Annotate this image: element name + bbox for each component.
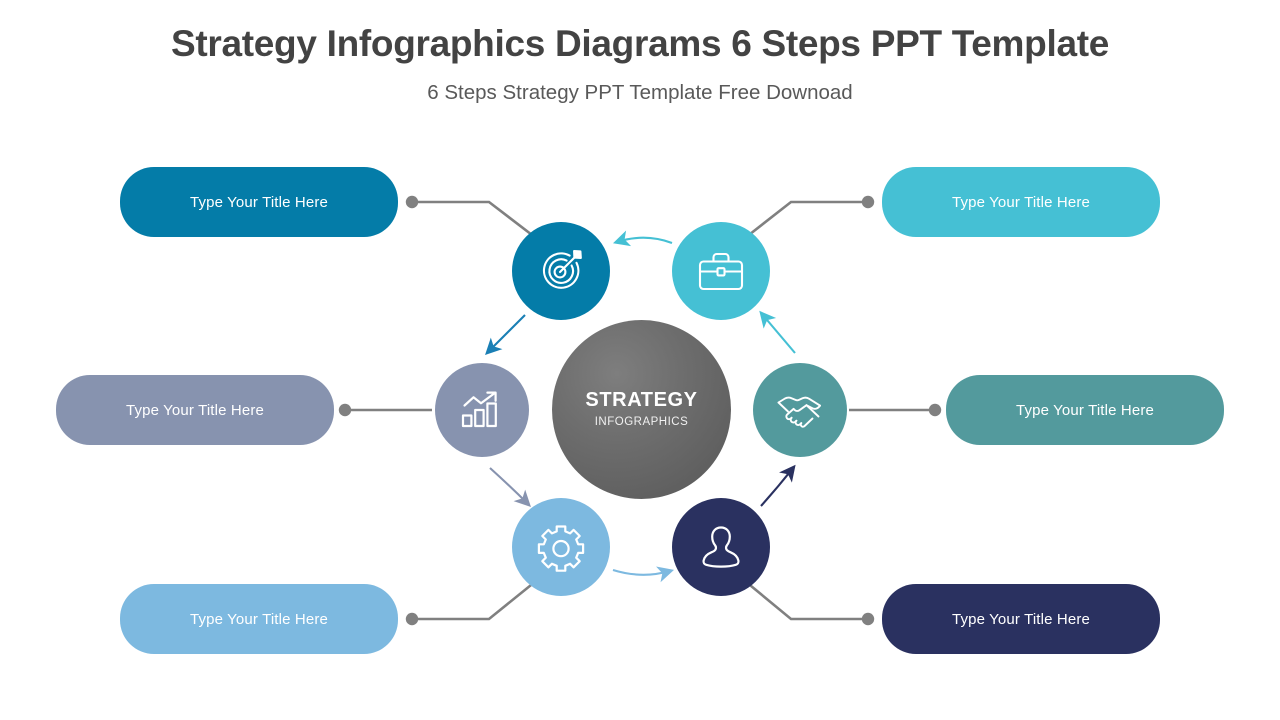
- pill-label-gear: Type Your Title Here: [189, 610, 329, 628]
- flow-arrow-gear-to-person: [612, 566, 675, 583]
- bar-chart-growth-icon: [457, 387, 507, 433]
- center-hub-title: STRATEGY: [585, 389, 698, 412]
- pill-target[interactable]: Type Your Title Here: [120, 167, 398, 237]
- connector-dot-handshake: [928, 403, 942, 417]
- person-icon: [698, 522, 744, 572]
- pill-chart[interactable]: Type Your Title Here: [56, 375, 334, 445]
- connector-dot-chart: [338, 403, 352, 417]
- center-hub-subtitle: INFOGRAPHICS: [594, 416, 689, 429]
- page-title: Strategy Infographics Diagrams 6 Steps P…: [170, 23, 1110, 64]
- connector-line-person: [744, 579, 868, 621]
- node-briefcase[interactable]: [672, 222, 770, 320]
- header: Strategy Infographics Diagrams 6 Steps P…: [0, 22, 1280, 105]
- pill-label-target: Type Your Title Here: [189, 193, 329, 211]
- node-chart[interactable]: [435, 363, 529, 457]
- flow-arrow-chart-to-gear: [489, 467, 531, 507]
- briefcase-icon: [695, 247, 747, 295]
- flow-arrow-briefcase-to-target: [613, 230, 673, 247]
- target-arrow-icon: [536, 246, 586, 296]
- pill-label-person: Type Your Title Here: [951, 610, 1091, 628]
- connector-dot-person: [861, 612, 875, 626]
- flow-arrow-target-to-chart: [485, 314, 526, 355]
- node-handshake[interactable]: [753, 363, 847, 457]
- connector-line-gear: [412, 579, 537, 621]
- pill-gear[interactable]: Type Your Title Here: [120, 584, 398, 654]
- flow-arrow-handshake-to-briefcase: [759, 310, 796, 354]
- center-hub: STRATEGY INFOGRAPHICS: [552, 320, 731, 499]
- connector-dot-gear: [405, 612, 419, 626]
- handshake-icon: [774, 390, 826, 430]
- page-subtitle: 6 Steps Strategy PPT Template Free Downo…: [427, 80, 853, 104]
- node-gear[interactable]: [512, 498, 610, 596]
- pill-person[interactable]: Type Your Title Here: [882, 584, 1160, 654]
- connector-line-briefcase: [744, 200, 868, 240]
- flow-arrow-person-to-handshake: [760, 464, 796, 507]
- node-person[interactable]: [672, 498, 770, 596]
- connector-dot-target: [405, 195, 419, 209]
- pill-briefcase[interactable]: Type Your Title Here: [882, 167, 1160, 237]
- connector-dot-briefcase: [861, 195, 875, 209]
- pill-label-chart: Type Your Title Here: [125, 401, 265, 419]
- gear-icon: [536, 522, 586, 572]
- connector-line-target: [412, 200, 537, 240]
- node-target[interactable]: [512, 222, 610, 320]
- pill-handshake[interactable]: Type Your Title Here: [946, 375, 1224, 445]
- pill-label-handshake: Type Your Title Here: [1015, 401, 1155, 419]
- pill-label-briefcase: Type Your Title Here: [951, 193, 1091, 211]
